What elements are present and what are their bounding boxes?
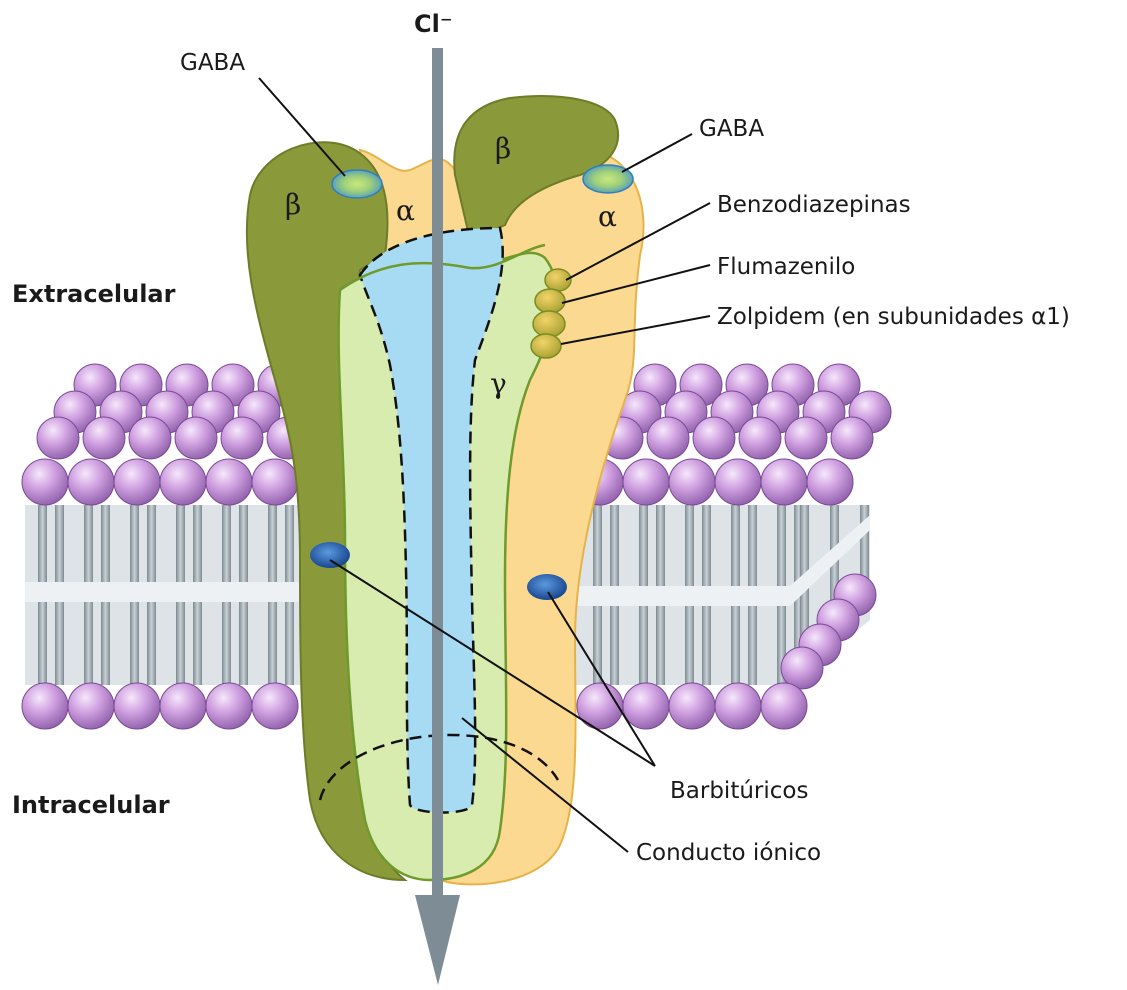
arrow-shaft [432, 48, 443, 908]
lipid-head [761, 683, 807, 729]
lipid-head [647, 417, 689, 459]
gaba-label-right: GABA [699, 116, 764, 142]
flumazenil-site [535, 289, 565, 313]
gamma-subunit-label: γ [490, 367, 507, 400]
flumazenil-label: Flumazenilo [717, 254, 855, 280]
bilayer-midline-left [25, 582, 310, 602]
lipid-head [715, 683, 761, 729]
lipid-head [693, 417, 735, 459]
barbiturate-site-left [310, 542, 350, 568]
lipid-head [206, 459, 252, 505]
lipid-head [22, 683, 68, 729]
lipid-head [175, 417, 217, 459]
lipid-head [206, 683, 252, 729]
alpha-subunit-left-label: α [396, 194, 415, 227]
zolpidem-label: Zolpidem (en subunidades α1) [717, 304, 1070, 330]
lipid-head [785, 417, 827, 459]
lipid-head [129, 417, 171, 459]
lipid-head [252, 683, 298, 729]
lipid-head [252, 459, 298, 505]
beta-subunit-right-label: β [495, 132, 511, 165]
lipid-heads-right-top [577, 459, 853, 505]
lipid-heads-left-top [22, 459, 298, 505]
lipid-head [807, 459, 853, 505]
lipid-heads-right-bottom [577, 683, 807, 729]
ion-channel-label: Conducto iónico [636, 840, 821, 866]
intracellular-label: Intracelular [12, 791, 170, 819]
lipid-head [160, 683, 206, 729]
lipid-head [37, 417, 79, 459]
lipid-head [831, 417, 873, 459]
lipid-head [669, 683, 715, 729]
lipid-head [623, 459, 669, 505]
bilayer-right-back-rows [601, 364, 891, 459]
zolpidem-site-lower [531, 334, 561, 358]
lipid-tail [860, 505, 869, 580]
lipid-head [114, 683, 160, 729]
lipid-head [160, 459, 206, 505]
lipid-head [739, 417, 781, 459]
lipid-head [669, 459, 715, 505]
extracellular-label: Extracelular [12, 280, 176, 308]
gaba-label-left: GABA [180, 50, 245, 76]
lipid-head [623, 683, 669, 729]
lipid-head [781, 647, 823, 689]
barbiturates-label: Barbitúricos [670, 778, 808, 804]
bilayer-left-back-rows [37, 364, 309, 459]
lipid-heads-left-bottom [22, 683, 298, 729]
zolpidem-site [533, 311, 565, 337]
benzodiazepines-label: Benzodiazepinas [717, 192, 911, 218]
chloride-ion-label: Cl⁻ [414, 10, 453, 38]
lipid-head [68, 459, 114, 505]
lipid-tails-left [25, 505, 310, 685]
lipid-head [22, 459, 68, 505]
alpha-subunit-right-label: α [598, 200, 617, 233]
arrow-head [415, 895, 460, 985]
gaba-a-receptor [247, 96, 644, 884]
lipid-head [715, 459, 761, 505]
lipid-head [114, 459, 160, 505]
lipid-head [83, 417, 125, 459]
barbiturate-site-right [527, 574, 567, 600]
lipid-head [68, 683, 114, 729]
beta-subunit-left-label: β [285, 188, 301, 221]
gaba-binding-site-left [332, 170, 382, 198]
lipid-head [221, 417, 263, 459]
lipid-head [761, 459, 807, 505]
